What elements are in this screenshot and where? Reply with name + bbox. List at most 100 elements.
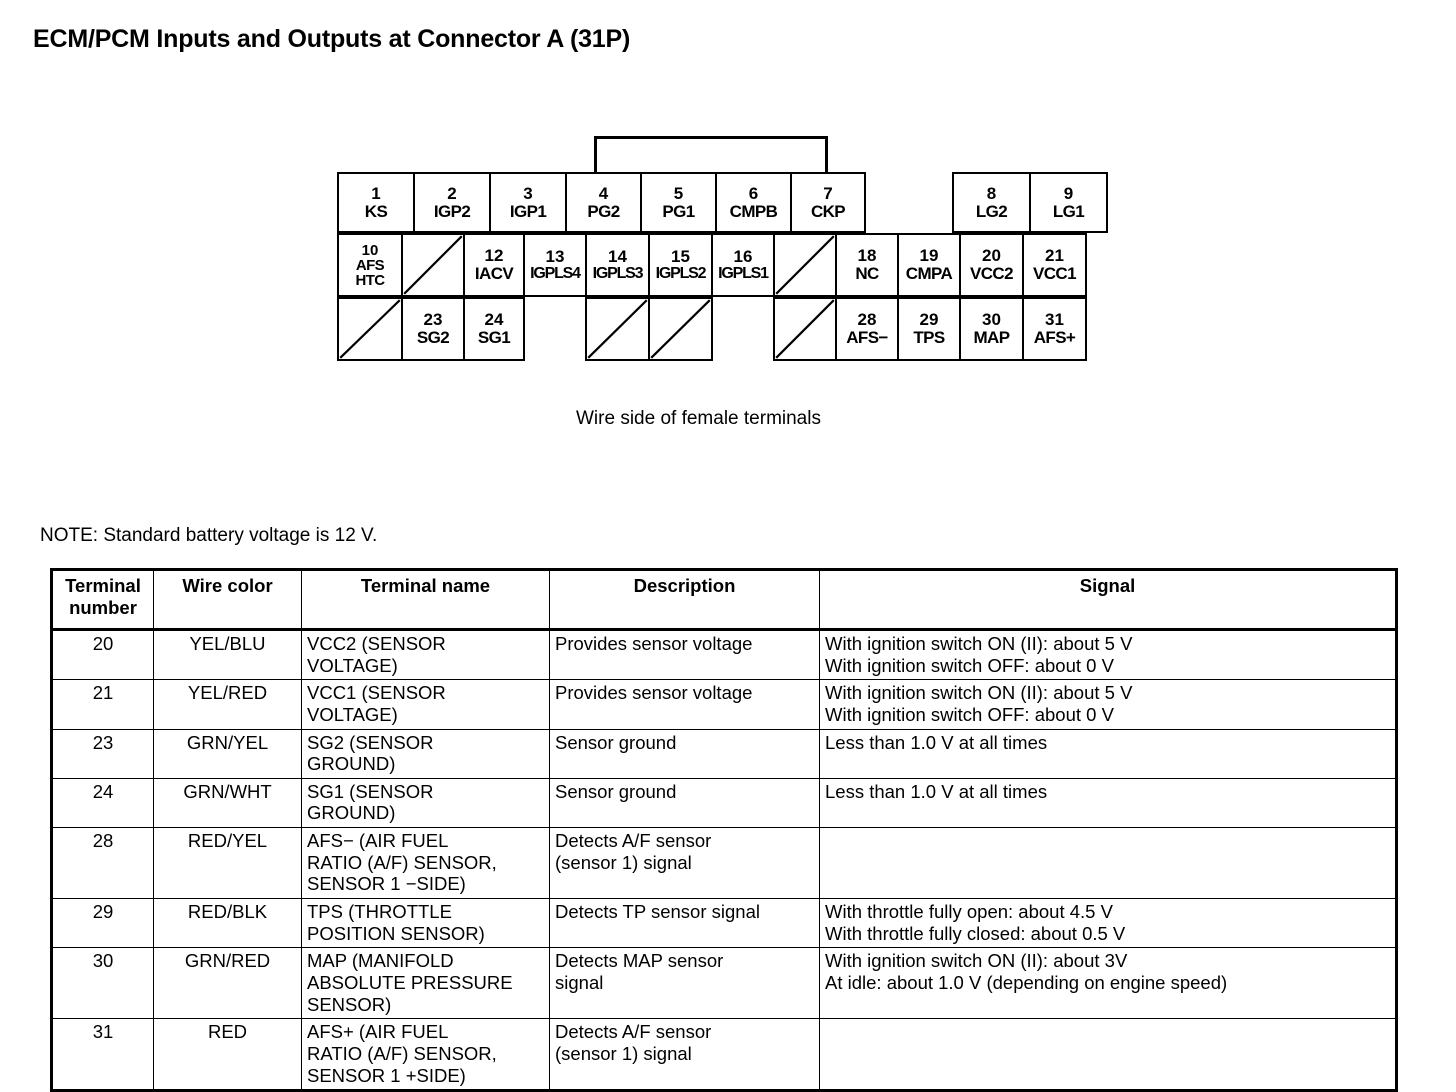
cell-description-line: (sensor 1) signal xyxy=(555,851,692,873)
cell-wire-color: GRN/RED xyxy=(153,947,302,1020)
pin-name: VCC1 xyxy=(1033,264,1077,283)
cell-terminal-number: 21 xyxy=(51,679,154,730)
connector-blank-cell xyxy=(585,297,650,361)
header-signal: Signal xyxy=(819,569,1397,631)
pin-number: 20 xyxy=(982,246,1001,266)
pin-name: SG1 xyxy=(477,328,511,347)
pin-name: SG2 xyxy=(416,328,450,347)
pin-name: CMPA xyxy=(905,264,953,283)
cell-terminal-name-line: SENSOR 1 −SIDE) xyxy=(307,873,466,895)
cell-terminal-number: 29 xyxy=(51,898,154,949)
pin-number: 10 xyxy=(361,241,379,259)
pin-number: 3 xyxy=(523,183,533,203)
cell-signal: Less than 1.0 V at all times xyxy=(819,728,1397,779)
cell-signal-line: With ignition switch OFF: about 0 V xyxy=(825,654,1114,676)
pin-number: 23 xyxy=(423,310,443,330)
pin-number: 1 xyxy=(371,183,381,203)
pin-name: AFS+ xyxy=(1033,328,1076,347)
pin-number: 24 xyxy=(484,310,504,330)
pin-name: AFS xyxy=(355,256,385,274)
cell-terminal-number: 30 xyxy=(51,947,154,1020)
cell-terminal-name-line: SG1 (SENSOR xyxy=(307,780,434,802)
pin-name: MAP xyxy=(973,328,1011,347)
cell-terminal-name-line: VOLTAGE) xyxy=(307,703,398,725)
cell-terminal-name-line: SENSOR 1 +SIDE) xyxy=(307,1064,466,1086)
cell-description: Detects A/F sensor(sensor 1) signal xyxy=(549,1018,820,1092)
pin-name: IGPLS2 xyxy=(655,264,707,282)
cell-description-line: Detects TP sensor signal xyxy=(555,901,760,923)
connector-blank-cell xyxy=(337,297,403,361)
cell-terminal-name-line: GROUND) xyxy=(307,802,396,824)
cell-terminal-name-line: VCC1 (SENSOR xyxy=(307,682,446,704)
pin-number: 12 xyxy=(484,246,504,266)
cell-signal-line: At idle: about 1.0 V (depending on engin… xyxy=(825,971,1228,993)
pin-name: AFS− xyxy=(846,328,888,347)
connector-locking-tab xyxy=(594,136,828,173)
cell-description: Detects TP sensor signal xyxy=(549,898,820,949)
pin-name: IGP1 xyxy=(509,201,547,221)
pin-name: TPS xyxy=(913,328,945,347)
cell-terminal-number: 28 xyxy=(51,827,154,900)
pin-number: 18 xyxy=(857,246,877,266)
cell-terminal-name-line: SG2 (SENSOR xyxy=(307,731,434,753)
header-wire-color: Wire color xyxy=(153,569,302,631)
cell-description-line: Detects MAP sensor xyxy=(555,950,724,972)
cell-terminal-name-line: AFS+ (AIR FUEL xyxy=(307,1021,449,1043)
pin-number: 19 xyxy=(919,246,939,266)
pin-number: 6 xyxy=(748,183,759,203)
cell-description-line: Sensor ground xyxy=(555,780,677,802)
pin-name: CKP xyxy=(810,201,846,221)
cell-terminal-number: 20 xyxy=(51,628,154,681)
pin-name: PG2 xyxy=(587,201,620,221)
cell-signal-line: With throttle fully open: about 4.5 V xyxy=(825,901,1113,923)
pin-name: LG2 xyxy=(975,201,1008,221)
cell-description-line: Provides sensor voltage xyxy=(555,633,753,654)
pin-number: 9 xyxy=(1063,183,1074,203)
cell-description-line: Detects A/F sensor xyxy=(555,830,712,852)
pin-name: IACV xyxy=(474,264,514,283)
cell-terminal-name-line: POSITION SENSOR) xyxy=(307,922,485,944)
cell-signal-line: With ignition switch ON (II): about 3V xyxy=(825,950,1128,972)
terminal-signal-table: Terminal number Wire color Terminal name… xyxy=(50,568,1398,1092)
pin-number: 4 xyxy=(598,183,609,203)
pin-name: VCC2 xyxy=(970,264,1014,283)
cell-signal-line: Less than 1.0 V at all times xyxy=(825,780,1048,802)
pin-number: 13 xyxy=(545,246,565,266)
cell-description: Detects A/F sensor(sensor 1) signal xyxy=(549,827,820,900)
cell-terminal-name-line: TPS (THROTTLE xyxy=(307,901,452,923)
connector-blank-cell xyxy=(773,297,837,361)
cell-terminal-name-line: RATIO (A/F) SENSOR, xyxy=(307,1042,497,1064)
